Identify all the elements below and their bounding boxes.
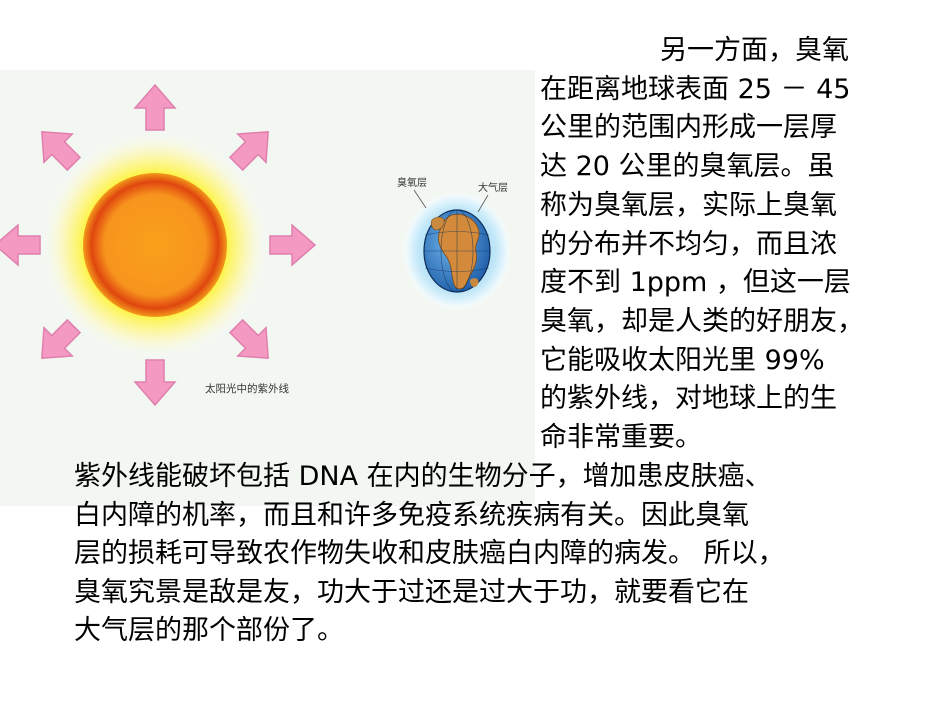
paragraph-line: 白内障的机率，而且和许多免疫系统疾病有关。因此臭氧 <box>74 499 749 531</box>
paragraph-line: 它能吸收太阳光里 99% <box>540 344 825 376</box>
uv-arrow-down <box>133 359 177 407</box>
paragraph-line: 臭氧究景是敌是友，功大于过还是过大于功，就要看它在 <box>74 576 749 608</box>
uv-arrow-right <box>269 223 317 267</box>
continent-europe <box>430 216 445 231</box>
uv-arrows <box>0 83 317 407</box>
atmosphere-pointer <box>477 194 489 213</box>
paragraph-line: 达 20 公里的臭氧层。虽 <box>540 151 835 183</box>
uv-arrow-down-left <box>41 318 82 359</box>
ozone-layer-label: 臭氧层 <box>397 176 427 189</box>
paragraph-line: 紫外线能破坏包括 DNA 在内的生物分子，增加患皮肤癌、 <box>74 461 772 492</box>
sun-earth-illustration: 太阳光中的紫外线 臭氧层 大气层 <box>0 70 535 506</box>
paragraph-line: 公里的范围内形成一层厚 <box>540 112 837 144</box>
sun <box>40 130 270 360</box>
sun-core <box>83 173 227 317</box>
uv-label: 太阳光中的紫外线 <box>205 382 289 395</box>
uv-arrow-up-right <box>228 131 269 172</box>
paragraph-line: 另一方面，臭氧 <box>660 35 849 66</box>
paragraph-line: 度不到 1ppm ，但这一层 <box>540 267 851 299</box>
earth <box>402 191 512 311</box>
uv-arrow-down-right <box>228 318 269 359</box>
paragraph-line: 的紫外线，对地球上的生 <box>540 383 837 415</box>
paragraph-line: 层的损耗可导致农作物失收和皮肤癌白内障的病发。 所以， <box>74 538 785 569</box>
atmosphere-label: 大气层 <box>478 181 508 194</box>
uv-arrow-left <box>0 223 41 267</box>
ozone-pointer <box>413 189 427 209</box>
island-madagascar <box>470 278 479 288</box>
paragraph-line: 的分布并不均匀，而且浓 <box>540 228 837 260</box>
paragraph-line: 称为臭氧层，实际上臭氧 <box>540 189 837 221</box>
ozone-description-paragraph: 另一方面，臭氧 在距离地球表面 25 － 45 公里的范围内形成一层厚 达 20… <box>540 32 920 458</box>
paragraph-line: 臭氧，却是人类的好朋友， <box>540 305 864 337</box>
globe-grid <box>424 209 490 293</box>
paragraph-line: 大气层的那个部份了。 <box>74 615 344 646</box>
uv-harm-paragraph: 紫外线能破坏包括 DNA 在内的生物分子，增加患皮肤癌、 白内障的机率，而且和许… <box>74 458 894 651</box>
uv-arrow-up-left <box>41 131 82 172</box>
paragraph-line: 命非常重要。 <box>540 422 702 454</box>
paragraph-line: 在距离地球表面 25 － 45 <box>540 73 851 105</box>
uv-arrow-up <box>133 83 177 131</box>
illustration-canvas: 太阳光中的紫外线 臭氧层 大气层 <box>0 83 512 407</box>
